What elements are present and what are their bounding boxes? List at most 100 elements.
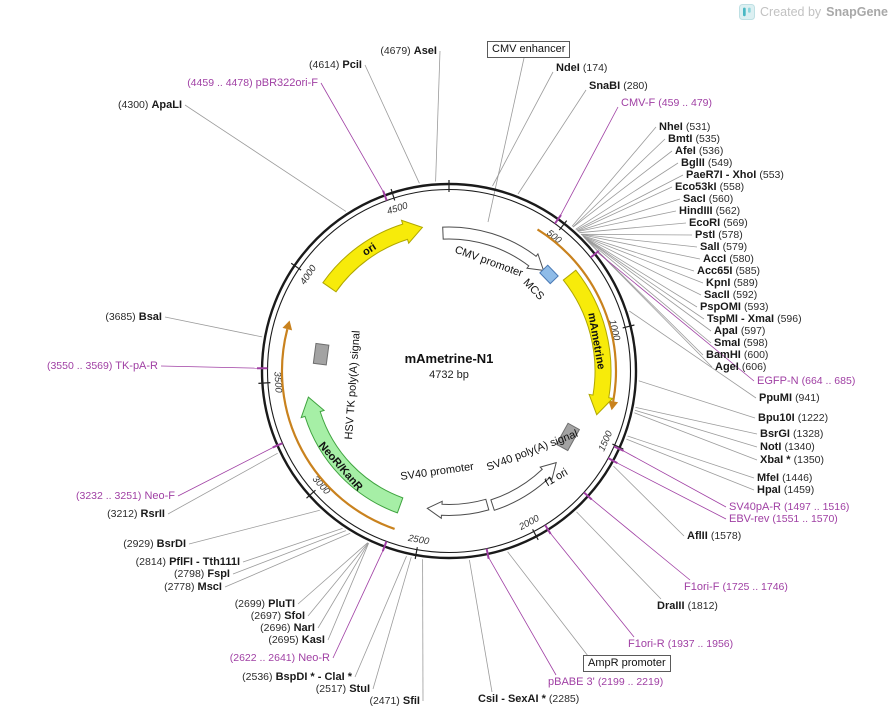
enzyme-label: EcoRI (569) bbox=[689, 216, 748, 230]
site-position: (1497 .. 1516) bbox=[784, 501, 850, 513]
enzyme-label: PaeR7I - XhoI (553) bbox=[686, 168, 784, 182]
leader-line bbox=[576, 174, 684, 231]
enzyme-label: CsiI - SexAI * (2285) bbox=[478, 692, 579, 706]
primer-label: EGFP-N (664 .. 685) bbox=[757, 374, 855, 388]
enzyme-label: (2517) StuI bbox=[316, 682, 370, 696]
primer-label: (4459 .. 4478) pBR322ori-F bbox=[187, 76, 318, 90]
feature-label-mcs: MCS bbox=[521, 277, 547, 303]
leader-line bbox=[487, 556, 557, 676]
enzyme-label: (2929) BsrDI bbox=[123, 537, 186, 551]
leader-line bbox=[584, 237, 712, 344]
bp-tick-label: 2000 bbox=[516, 513, 541, 533]
site-name: BmtI bbox=[668, 133, 693, 145]
site-name: ApaI bbox=[714, 325, 738, 337]
site-name: Bpu10I bbox=[758, 412, 795, 424]
leader-line bbox=[517, 89, 587, 195]
leader-line bbox=[584, 237, 712, 332]
enzyme-label: BmtI (535) bbox=[668, 132, 720, 146]
enzyme-label: AgeI (606) bbox=[715, 360, 766, 374]
leader-line bbox=[297, 542, 368, 605]
site-position: (174) bbox=[582, 62, 608, 74]
site-position: (3550 .. 3569) bbox=[46, 360, 113, 372]
leader-line bbox=[160, 365, 260, 369]
site-name: XbaI * bbox=[760, 454, 791, 466]
leader-line bbox=[332, 549, 384, 659]
site-position: (1340) bbox=[784, 441, 815, 453]
leader-line bbox=[572, 150, 673, 228]
leader-line bbox=[615, 461, 727, 520]
leader-line bbox=[572, 138, 666, 228]
site-position: (4300) bbox=[118, 99, 149, 111]
feature-box-sv40_pa bbox=[555, 422, 581, 452]
bp-tick bbox=[390, 188, 396, 201]
site-name: pBABE 3' bbox=[548, 676, 595, 688]
leader-line bbox=[320, 82, 385, 193]
site-name: PflFI - Tth111I bbox=[169, 556, 240, 568]
feature-arrow-cmv_promoter bbox=[442, 226, 545, 272]
site-position: (553) bbox=[759, 169, 784, 181]
site-position: (3232 .. 3251) bbox=[75, 490, 142, 502]
primer-label: CMV-F (459 .. 479) bbox=[621, 96, 712, 110]
site-name: F1ori-F bbox=[684, 581, 720, 593]
leader-line bbox=[582, 235, 695, 272]
enzyme-label: (2798) FspI bbox=[174, 567, 230, 581]
site-position: (1578) bbox=[710, 530, 742, 542]
enzyme-label: PstI (578) bbox=[695, 228, 743, 242]
bp-tick-label: 3500 bbox=[271, 371, 283, 394]
site-name: HindIII bbox=[679, 205, 713, 217]
watermark-prefix: Created by bbox=[760, 5, 822, 19]
orf-arc bbox=[280, 328, 395, 530]
site-name: BsaI bbox=[138, 311, 162, 323]
feature-arrow-neor bbox=[300, 396, 404, 514]
bp-tick bbox=[306, 489, 316, 499]
leader-line bbox=[579, 222, 687, 234]
enzyme-label: NheI (531) bbox=[659, 120, 710, 134]
site-position: (2471) bbox=[369, 695, 400, 707]
leader-line bbox=[559, 106, 619, 217]
site-name: CMV-F bbox=[621, 97, 656, 109]
site-position: (280) bbox=[623, 80, 648, 92]
site-position: (1222) bbox=[797, 412, 829, 424]
leader-line bbox=[577, 198, 681, 232]
enzyme-label: HindIII (562) bbox=[679, 204, 740, 218]
site-name: PaeR7I - XhoI bbox=[686, 169, 757, 181]
site-position: (941) bbox=[795, 392, 820, 404]
enzyme-label: (3212) RsrII bbox=[107, 507, 165, 521]
site-name: AfeI bbox=[675, 145, 696, 157]
primer-label: F1ori-F (1725 .. 1746) bbox=[684, 580, 788, 594]
site-position: (2285) bbox=[548, 693, 580, 705]
site-position: (4459 .. 4478) bbox=[187, 77, 253, 89]
primer-mark bbox=[544, 524, 552, 535]
orf-arc bbox=[536, 228, 618, 402]
site-position: (1446) bbox=[782, 472, 813, 484]
site-name: AseI bbox=[413, 45, 437, 57]
plasmid-name: mAmetrine-N1 bbox=[404, 351, 494, 366]
site-position: (606) bbox=[741, 361, 767, 373]
enzyme-label: SacI (560) bbox=[683, 192, 733, 206]
site-name: BspDI * - ClaI * bbox=[275, 671, 352, 683]
site-name: NheI bbox=[659, 121, 683, 133]
feature-box-label: CMV enhancer bbox=[487, 41, 571, 58]
feature-arrow-sv40_promoter bbox=[426, 498, 490, 520]
primer-label: (3550 .. 3569) TK-pA-R bbox=[47, 359, 158, 373]
feature-arrow-mametrine bbox=[562, 269, 614, 416]
enzyme-label: (4300) ApaLI bbox=[118, 98, 182, 112]
leader-line bbox=[469, 559, 493, 693]
primer-mark bbox=[607, 457, 618, 464]
site-name: SacI bbox=[683, 193, 706, 205]
site-position: (2699) bbox=[234, 598, 266, 610]
enzyme-label: (2699) PluTI bbox=[235, 597, 295, 611]
enzyme-label: (4679) AseI bbox=[380, 44, 437, 58]
feature-box-mcs bbox=[539, 264, 559, 285]
leader-line bbox=[549, 531, 635, 638]
site-name: PciI bbox=[342, 59, 362, 71]
site-position: (1350) bbox=[793, 454, 824, 466]
enzyme-label: (2697) SfoI bbox=[251, 609, 305, 623]
enzyme-label: TspMI - XmaI (596) bbox=[707, 312, 802, 326]
enzyme-label: DraIII (1812) bbox=[657, 599, 718, 613]
site-name: F1ori-R bbox=[628, 638, 665, 650]
enzyme-label: AfeI (536) bbox=[675, 144, 723, 158]
site-name: PpuMI bbox=[759, 392, 792, 404]
site-position: (549) bbox=[707, 157, 733, 169]
